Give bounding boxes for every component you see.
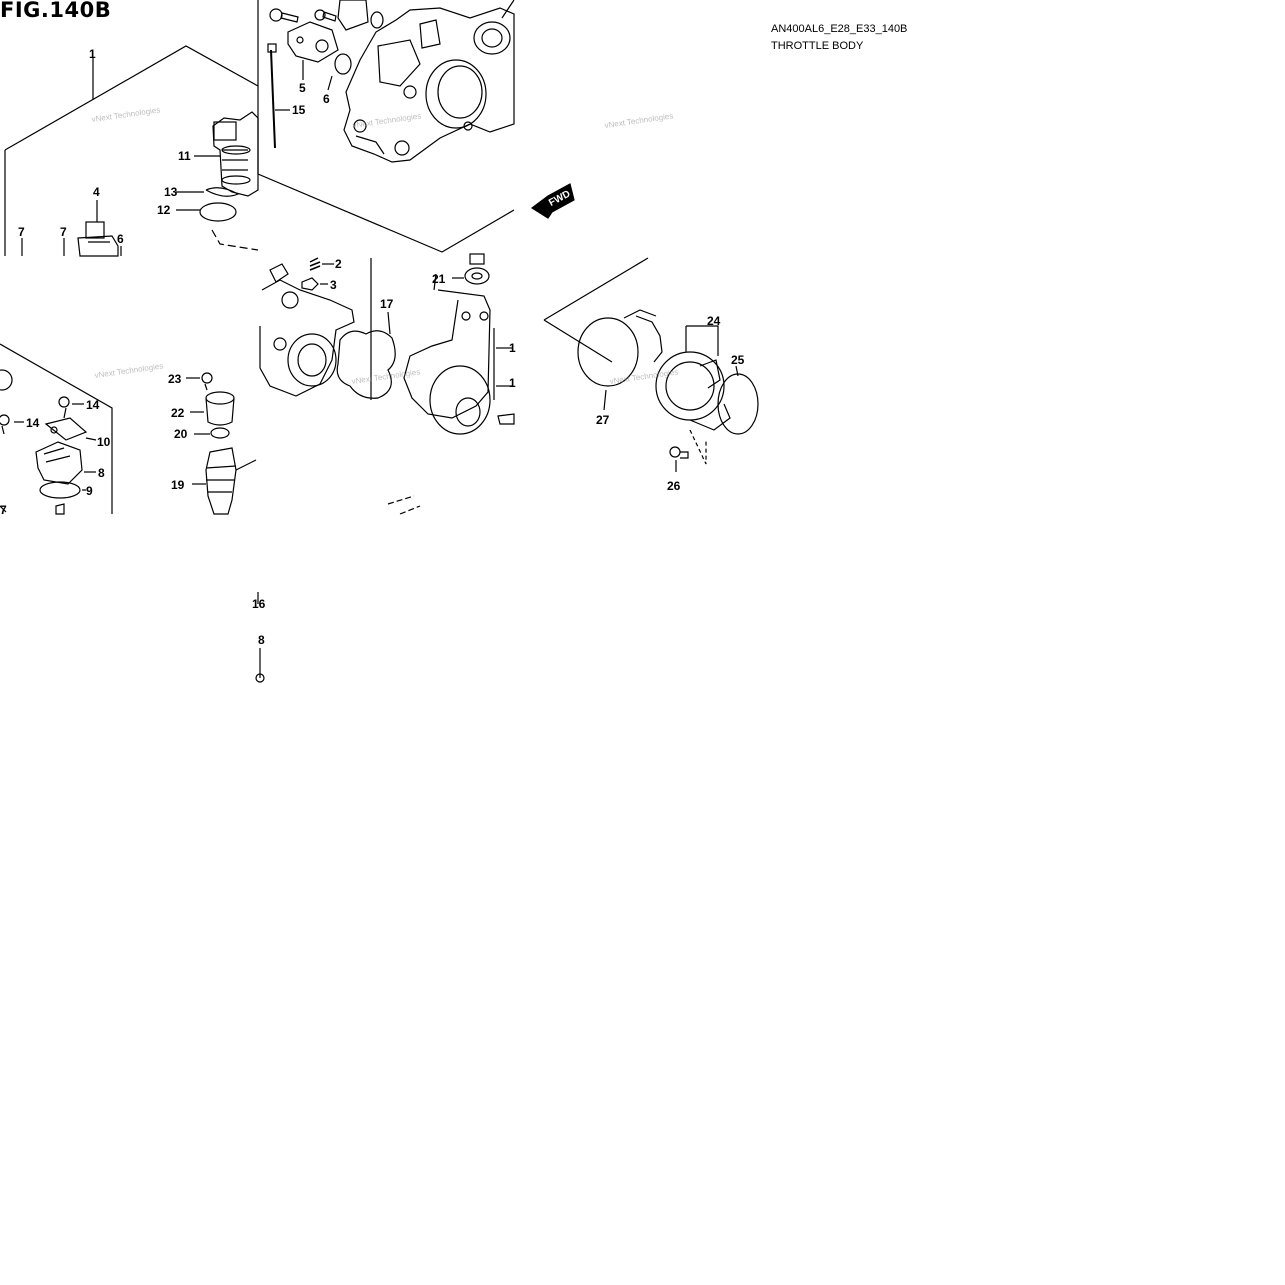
o-ring-part [199, 202, 237, 222]
callout-23: 23 [168, 372, 182, 386]
watermark: vNext Technologies [604, 111, 674, 130]
callout-26: 26 [667, 479, 681, 493]
screw-part [0, 414, 10, 435]
callout-14: 14 [26, 416, 40, 430]
throttle-position-sensor-part [77, 221, 119, 257]
injector-panel [0, 343, 265, 683]
callout-1: 1 [509, 341, 516, 355]
fwd-arrow-icon [530, 183, 575, 219]
screw-part [201, 372, 213, 391]
watermark: vNext Technologies [351, 367, 421, 386]
ring-part [577, 317, 639, 387]
screw-part [269, 8, 299, 23]
callout-25: 25 [731, 353, 745, 367]
figure-title: FIG.140B [0, 0, 112, 22]
callout-7: 7 [18, 225, 25, 239]
callout-14: 14 [86, 398, 100, 412]
callout-17: 17 [380, 297, 394, 311]
callout-8: 8 [98, 466, 105, 480]
callout-2: 2 [335, 257, 342, 271]
injector-cap-part [205, 391, 235, 426]
callout-12: 12 [157, 203, 171, 217]
sensor-part [35, 441, 83, 485]
callout-8: 8 [258, 633, 265, 647]
watermark: vNext Technologies [609, 367, 679, 386]
callout-19: 19 [171, 478, 185, 492]
callout-7: 7 [0, 503, 7, 517]
screw-part [58, 396, 70, 419]
callout-6: 6 [323, 92, 330, 106]
callout-3: 3 [330, 278, 337, 292]
callout-6: 6 [117, 232, 124, 246]
throttle-side-panel [259, 253, 515, 515]
fuel-injector-part [205, 447, 237, 515]
intake-pipe-part [403, 289, 495, 435]
watermark: vNext Technologies [94, 361, 164, 380]
callout-5: 5 [299, 81, 306, 95]
callout-9: 9 [86, 484, 93, 498]
callout-1: 1 [509, 376, 516, 390]
gasket-part [336, 330, 396, 399]
watermark: vNext Technologies [91, 105, 161, 124]
throttle-body-panel [257, 0, 515, 253]
callout-20: 20 [174, 427, 188, 441]
screw-part [314, 9, 337, 22]
callout-4: 4 [93, 185, 100, 199]
bracket-part [287, 21, 339, 63]
intake-flange-part [655, 351, 731, 431]
callout-11: 11 [178, 149, 191, 163]
callout-15: 15 [292, 103, 306, 117]
map-sensor-part [212, 111, 259, 197]
callout-24: 24 [707, 314, 721, 328]
callout-22: 22 [171, 406, 185, 420]
figure-name: THROTTLE BODY [771, 40, 864, 52]
callout-21: 21 [432, 272, 446, 286]
watermark: vNext Technologies [352, 111, 422, 130]
sensor-assembly-panel [4, 45, 259, 257]
callout-1: 1 [89, 47, 96, 61]
figure-code: AN400AL6_E28_E33_140B [771, 23, 908, 35]
callout-7: 7 [60, 225, 67, 239]
bolt-part [669, 446, 689, 459]
callout-13: 13 [164, 185, 178, 199]
callout-16: 16 [252, 597, 266, 611]
air-intake-panel [543, 257, 759, 472]
callout-27: 27 [596, 413, 610, 427]
callout-10: 10 [97, 435, 111, 449]
throttle-body-part [343, 7, 515, 163]
